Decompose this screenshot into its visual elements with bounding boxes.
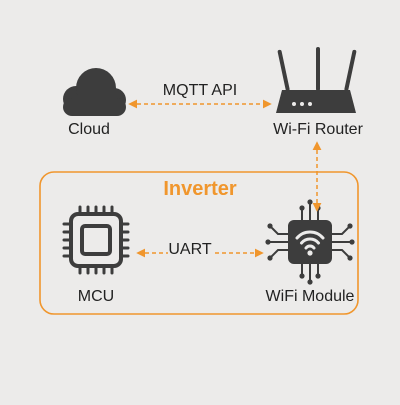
wifi-module-icon: [265, 199, 355, 285]
inverter-title: Inverter: [163, 178, 237, 200]
cloud-label: Cloud: [68, 121, 110, 138]
mcu-label: MCU: [77, 288, 115, 305]
inverter-group-box: [39, 171, 359, 315]
router-label: Wi-Fi Router: [273, 121, 363, 138]
wifi-module-label: WiFi Module: [265, 288, 355, 305]
mqtt-api-label: MQTT API: [162, 82, 238, 99]
cloud-icon: [63, 68, 126, 116]
uart-label: UART: [168, 241, 212, 258]
mcu-chip-icon: [62, 205, 130, 275]
router-icon: [276, 47, 357, 113]
